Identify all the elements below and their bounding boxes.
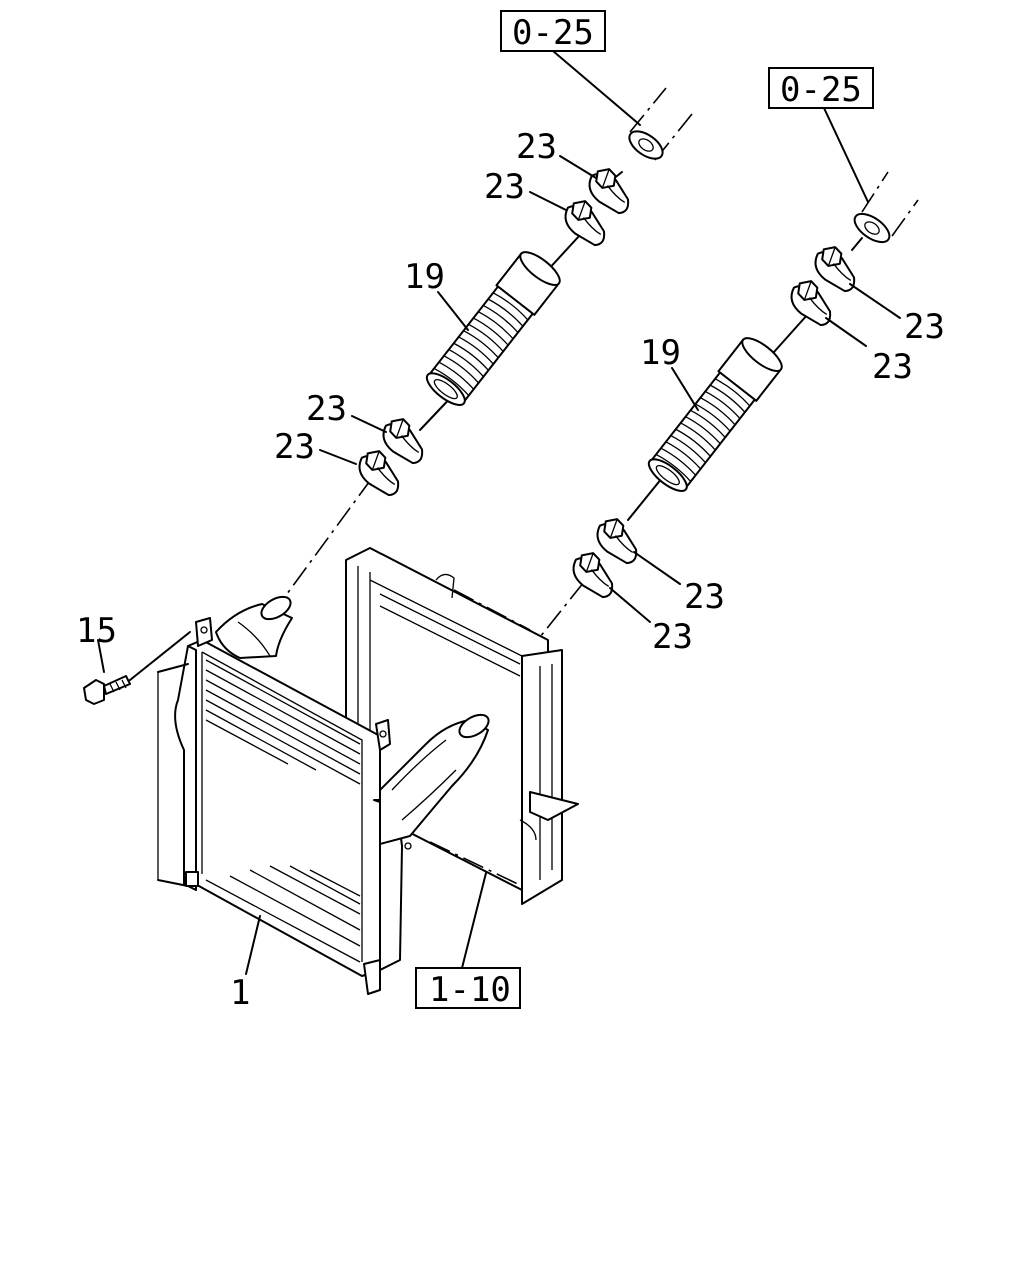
callout-23-f: 23: [872, 347, 913, 387]
callout-23-e: 23: [904, 307, 945, 347]
callout-23-h: 23: [652, 617, 693, 657]
ref-box-bottom[interactable]: 1-10: [415, 967, 521, 1010]
connector-left-4: [283, 477, 373, 599]
leader-23-e: [849, 283, 901, 319]
leader-19-right: [671, 367, 699, 411]
callout-19-left: 19: [404, 257, 445, 297]
clamp-right-3: [589, 513, 647, 567]
leader-23-d: [319, 449, 357, 465]
svg-text:0-25: 0-25: [512, 13, 594, 53]
callout-15: 15: [76, 611, 117, 651]
leader-15: [97, 639, 105, 673]
connector-right-1: [851, 237, 863, 251]
callout-23-b: 23: [484, 167, 525, 207]
leader-ref-top-left: [552, 50, 641, 126]
leader-ref-top-right: [823, 107, 869, 203]
connector-right-3: [627, 477, 663, 521]
leader-23-a: [559, 155, 597, 179]
callout-23-d: 23: [274, 427, 315, 467]
bolt: [83, 631, 191, 705]
leader-19-left: [437, 291, 469, 331]
leader-23-h: [609, 587, 651, 623]
connector-right-2: [773, 313, 809, 353]
callout-19-right: 19: [640, 333, 681, 373]
leader-23-b: [529, 191, 567, 211]
ref-box-top-left[interactable]: 0-25: [500, 10, 606, 53]
leader-23-g: [633, 551, 681, 585]
svg-text:0-25: 0-25: [780, 70, 862, 110]
leader-ref-bottom: [461, 872, 487, 969]
ref-box-top-right[interactable]: 0-25: [768, 67, 874, 110]
intercooler: [157, 595, 490, 995]
callout-23-c: 23: [306, 389, 347, 429]
leader-23-f: [825, 317, 867, 347]
callout-1: 1: [230, 973, 250, 1013]
svg-text:1-10: 1-10: [429, 970, 511, 1010]
callout-23-g: 23: [684, 577, 725, 617]
leader-23-c: [351, 415, 387, 433]
leader-1: [245, 915, 261, 975]
callout-23-a: 23: [516, 127, 557, 167]
pipe-stub-right: [853, 171, 919, 244]
clamp-right-1: [807, 241, 865, 295]
pipe-stub-left: [628, 87, 693, 161]
